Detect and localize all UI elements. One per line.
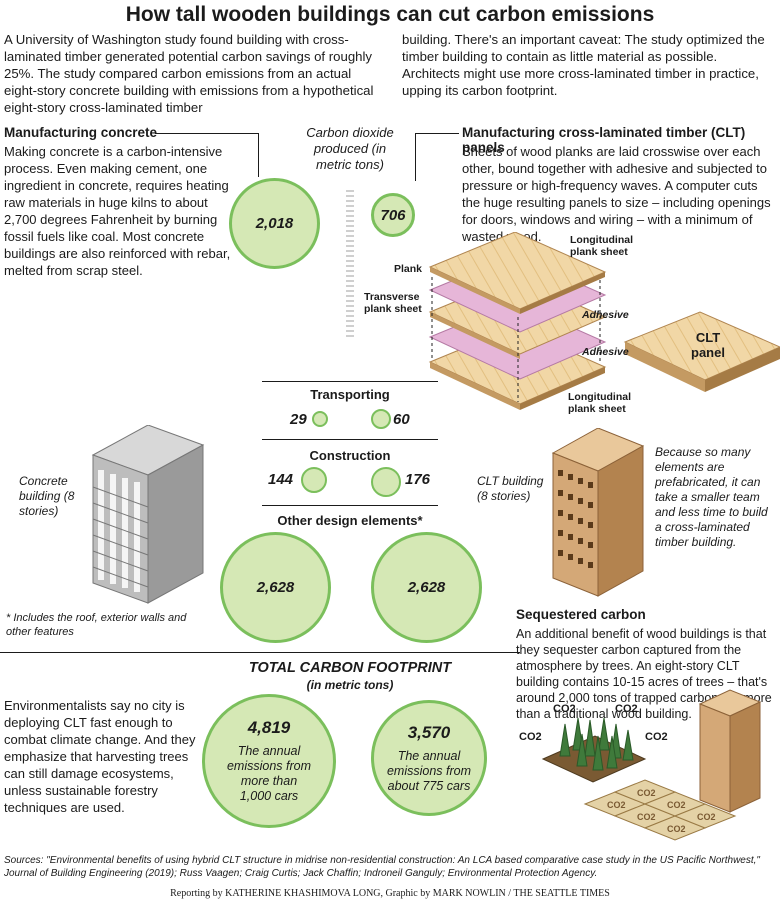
construction-rule bbox=[262, 439, 438, 440]
label-plank: Plank bbox=[394, 263, 423, 275]
clt-total-value: 3,570 bbox=[407, 722, 451, 742]
clt-transport-value: 60 bbox=[393, 411, 410, 428]
label-longitudinal-top: Longitudinal plank sheet bbox=[570, 234, 633, 258]
clt-construct-bubble bbox=[371, 467, 401, 497]
clt-total-note: The annual emissions from about 775 cars bbox=[386, 748, 472, 793]
conc-transport-value: 29 bbox=[290, 411, 307, 428]
transport-rule bbox=[262, 381, 438, 382]
co2-label-2: CO2 bbox=[553, 703, 576, 715]
conc-manuf-value: 2,018 bbox=[255, 215, 294, 232]
clt-building-label: CLT building (8 stories) bbox=[477, 474, 544, 503]
total-subheading: (in metric tons) bbox=[306, 678, 394, 692]
total-heading: TOTAL CARBON FOOTPRINT bbox=[248, 660, 452, 676]
concrete-building-label: Concrete building (8 stories) bbox=[19, 474, 75, 518]
conc-transport-bubble bbox=[312, 411, 328, 427]
conc-total-note: The annual emissions from more than 1,00… bbox=[226, 744, 312, 803]
svg-text:CO2: CO2 bbox=[607, 800, 626, 810]
conc-other-bubble: 2,628 bbox=[220, 532, 331, 643]
conc-manuf-bubble: 2,018 bbox=[229, 178, 320, 269]
svg-text:CO2: CO2 bbox=[667, 824, 686, 834]
conc-total-bubble: 4,819 The annual emissions from more tha… bbox=[202, 694, 336, 828]
clt-building-note: Because so many elements are prefabricat… bbox=[655, 445, 768, 549]
concrete-building-illustration bbox=[91, 425, 205, 604]
clt-panel-diagram bbox=[428, 232, 780, 410]
svg-text:CO2: CO2 bbox=[637, 812, 656, 822]
conc-construct-bubble bbox=[301, 467, 327, 493]
clt-transport-bubble bbox=[371, 409, 391, 429]
credits: Reporting by KATHERINE KHASHIMOVA LONG, … bbox=[170, 888, 610, 899]
svg-text:CO2: CO2 bbox=[637, 788, 656, 798]
conc-construct-value: 144 bbox=[268, 471, 294, 488]
label-transverse: Transverse plank sheet bbox=[364, 291, 422, 315]
clt-total-bubble: 3,570 The annual emissions from about 77… bbox=[371, 700, 487, 816]
co2-label-4: CO2 bbox=[645, 731, 668, 743]
intro-left-text: A University of Washington study found b… bbox=[4, 32, 374, 115]
clt-other-value: 2,628 bbox=[407, 579, 446, 596]
clt-building-illustration bbox=[551, 428, 645, 597]
other-heading: Other design elements* bbox=[277, 513, 423, 528]
total-rule bbox=[0, 652, 520, 653]
svg-text:CO2: CO2 bbox=[697, 812, 716, 822]
clt-manuf-bubble: 706 bbox=[371, 193, 415, 237]
concrete-heading: Manufacturing concrete bbox=[4, 125, 158, 140]
concrete-body: Making concrete is a carbon-intensive pr… bbox=[4, 144, 231, 278]
sources: Sources: "Environmental benefits of usin… bbox=[4, 855, 760, 879]
clt-body: Sheets of wood planks are laid crosswise… bbox=[462, 144, 771, 244]
transport-heading: Transporting bbox=[310, 387, 390, 402]
clt-leader-line bbox=[415, 133, 459, 134]
center-label: Carbon dioxide produced (in metric tons) bbox=[306, 125, 394, 172]
footnote: * Includes the roof, exterior walls and … bbox=[6, 612, 187, 638]
concrete-leader-line bbox=[155, 133, 259, 134]
clt-leader-drop bbox=[415, 133, 416, 181]
label-longitudinal-bottom: Longitudinal plank sheet bbox=[568, 391, 631, 415]
sequestered-heading: Sequestered carbon bbox=[516, 607, 646, 622]
conc-total-value: 4,819 bbox=[247, 718, 291, 737]
environmentalists-text: Environmentalists say no city is deployi… bbox=[4, 698, 196, 815]
center-divider bbox=[346, 190, 354, 340]
clt-panel-shape bbox=[623, 311, 780, 381]
label-adhesive-1: Adhesive bbox=[582, 309, 629, 321]
construction-heading: Construction bbox=[309, 448, 391, 463]
sequestered-body: An additional benefit of wood buildings … bbox=[516, 627, 772, 721]
page-title: How tall wooden buildings can cut carbon… bbox=[125, 3, 655, 26]
co2-label-3: CO2 bbox=[615, 703, 638, 715]
clt-other-bubble: 2,628 bbox=[371, 532, 482, 643]
clt-manuf-value: 706 bbox=[380, 206, 406, 224]
conc-other-value: 2,628 bbox=[256, 579, 295, 596]
label-clt-panel: CLT panel bbox=[691, 330, 725, 360]
clt-heading: Manufacturing cross-laminated timber (CL… bbox=[462, 125, 746, 155]
clt-construct-value: 176 bbox=[405, 471, 431, 488]
svg-text:CO2: CO2 bbox=[667, 800, 686, 810]
label-adhesive-2: Adhesive bbox=[582, 346, 629, 358]
co2-label-1: CO2 bbox=[519, 731, 542, 743]
other-rule bbox=[262, 505, 438, 506]
concrete-leader-drop bbox=[258, 133, 259, 177]
intro-right-text: building. There's an important caveat: T… bbox=[402, 32, 765, 98]
